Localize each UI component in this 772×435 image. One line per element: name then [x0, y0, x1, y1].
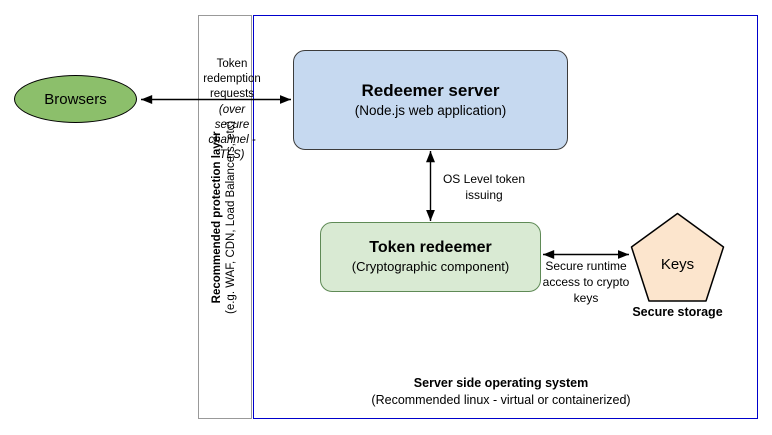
- protection-layer-container: [198, 15, 252, 419]
- secure-storage-caption: Secure storage: [632, 305, 723, 319]
- edge-label-redeemer-to-keys: Secure runtime access to crypto keys: [534, 258, 638, 307]
- keys-edge-label-line-2: access to crypto: [542, 275, 630, 290]
- server-boundary-caption: Server side operating system (Recommende…: [333, 375, 669, 410]
- edge-label-browsers-to-server: Token redemption requests (over secure c…: [196, 57, 268, 163]
- edge-label-line-3: requests: [209, 88, 255, 101]
- node-token-redeemer-subtitle: (Cryptographic component): [351, 259, 510, 275]
- node-token-redeemer[interactable]: Token redeemer (Cryptographic component): [320, 222, 541, 292]
- node-keys[interactable]: [630, 212, 725, 302]
- pentagon-icon: [630, 212, 725, 302]
- node-keys-label-wrap: Keys: [630, 212, 725, 302]
- os-edge-label-line-2: issuing: [465, 188, 503, 203]
- edge-label-server-to-redeemer: OS Level token issuing: [432, 171, 536, 203]
- node-browsers-label: Browsers: [44, 90, 107, 108]
- keys-edge-label-line-1: Secure runtime: [545, 259, 627, 273]
- edge-label-line-1: Token: [216, 58, 248, 70]
- edge-label-line-3-italic: (over: [218, 103, 246, 116]
- protection-layer-label: Recommended protection layer (e.g. WAF, …: [198, 15, 252, 419]
- os-edge-label-line-1: OS Level token: [442, 172, 526, 186]
- node-token-redeemer-title: Token redeemer: [369, 238, 492, 256]
- edge-label-line-2: redemption: [203, 73, 261, 86]
- protection-layer-title: Recommended protection layer: [211, 131, 224, 303]
- node-redeemer-server[interactable]: Redeemer server (Node.js web application…: [293, 50, 568, 150]
- node-keys-label: Keys: [660, 255, 695, 273]
- node-browsers[interactable]: Browsers: [14, 75, 137, 123]
- edge-label-line-4: secure channel -: [208, 118, 256, 146]
- server-boundary-container: [253, 15, 758, 419]
- keys-edge-label-line-3: keys: [573, 291, 599, 306]
- node-redeemer-server-subtitle: (Node.js web application): [354, 102, 507, 118]
- server-boundary-title: Server side operating system: [413, 376, 589, 390]
- edge-label-line-5: TLS): [219, 149, 245, 162]
- server-boundary-subtitle: (Recommended linux - virtual or containe…: [371, 393, 631, 408]
- protection-layer-subtitle: (e.g. WAF, CDN, Load Balancers, etc): [226, 120, 239, 314]
- node-redeemer-server-title: Redeemer server: [361, 80, 500, 100]
